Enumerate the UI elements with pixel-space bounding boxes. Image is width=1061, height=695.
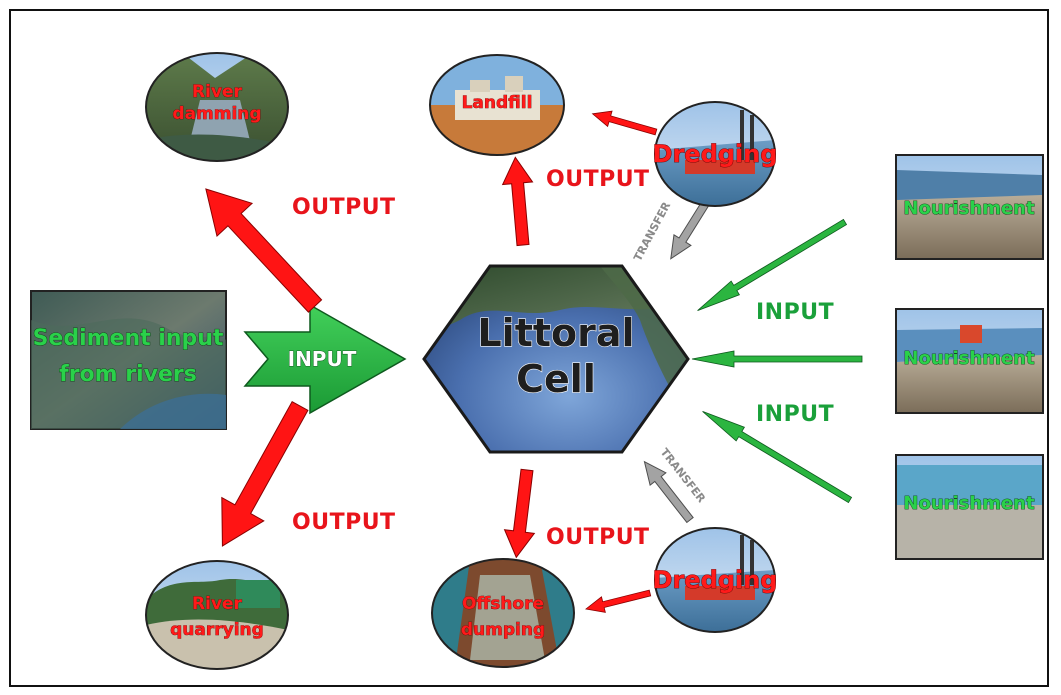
river-quarrying-line2: quarrying [170, 620, 264, 640]
sediment-input-line2: from rivers [59, 362, 197, 387]
nourishment-3-label: Nourishment [903, 493, 1035, 514]
sediment-input-box: Sediment input from rivers [30, 290, 227, 430]
nourishment-node-2: Nourishment [895, 308, 1044, 414]
center-title-line1: Littoral [477, 311, 634, 355]
river-damming-node: River damming [145, 52, 289, 162]
river-damming-line1: River [192, 82, 243, 102]
output-label-lower-left: OUTPUT [292, 510, 396, 535]
dredging-top-label: Dredging [653, 140, 778, 168]
offshore-dumping-line2: dumping [461, 620, 545, 640]
input-label-right-lower: INPUT [756, 402, 834, 427]
dredging-bottom-label: Dredging [653, 566, 778, 594]
transfer-label-top: TRANSFER [631, 199, 673, 263]
input-arrow-nourishment-1 [697, 218, 848, 311]
river-quarrying-line1: River [192, 594, 243, 614]
input-arrow-rivers: INPUT [243, 303, 407, 415]
input-arrow-nourishment-2 [691, 350, 863, 368]
output-arrow-dredge-to-landfill [591, 110, 658, 136]
output-arrow-river-damming [205, 188, 323, 313]
input-arrow-nourishment-3 [702, 411, 853, 504]
nourishment-node-1: Nourishment [895, 154, 1044, 260]
littoral-cell-hexagon: Littoral Cell [422, 264, 690, 454]
nourishment-node-3: Nourishment [895, 454, 1044, 560]
river-quarrying-node: River quarrying [145, 560, 289, 670]
landfill-label: Landfill [462, 93, 533, 113]
nourishment-1-label: Nourishment [903, 198, 1035, 219]
input-arrow-label: INPUT [288, 347, 357, 371]
dredging-bottom-node: Dredging [652, 527, 778, 633]
dredging-top-node: Dredging [652, 101, 778, 207]
output-arrow-offshore [503, 468, 536, 559]
output-arrow-dredge-to-offshore [585, 589, 652, 613]
sediment-input-line1: Sediment input [33, 326, 224, 351]
landfill-node: Landfill [429, 54, 565, 156]
nourishment-2-label: Nourishment [903, 348, 1035, 369]
output-arrow-landfill [501, 156, 534, 247]
output-arrow-river-quarrying [221, 400, 309, 547]
output-label-bottom: OUTPUT [546, 525, 650, 550]
transfer-arrow-bottom [643, 460, 694, 524]
transfer-label-bottom: TRANSFER [658, 446, 709, 506]
offshore-dumping-node: Offshore dumping [431, 558, 575, 668]
center-title-line2: Cell [516, 357, 596, 401]
output-label-upper-left: OUTPUT [292, 195, 396, 220]
output-label-top: OUTPUT [546, 167, 650, 192]
river-damming-line2: damming [172, 104, 261, 124]
offshore-dumping-line1: Offshore [462, 594, 544, 614]
input-label-right-upper: INPUT [756, 300, 834, 325]
